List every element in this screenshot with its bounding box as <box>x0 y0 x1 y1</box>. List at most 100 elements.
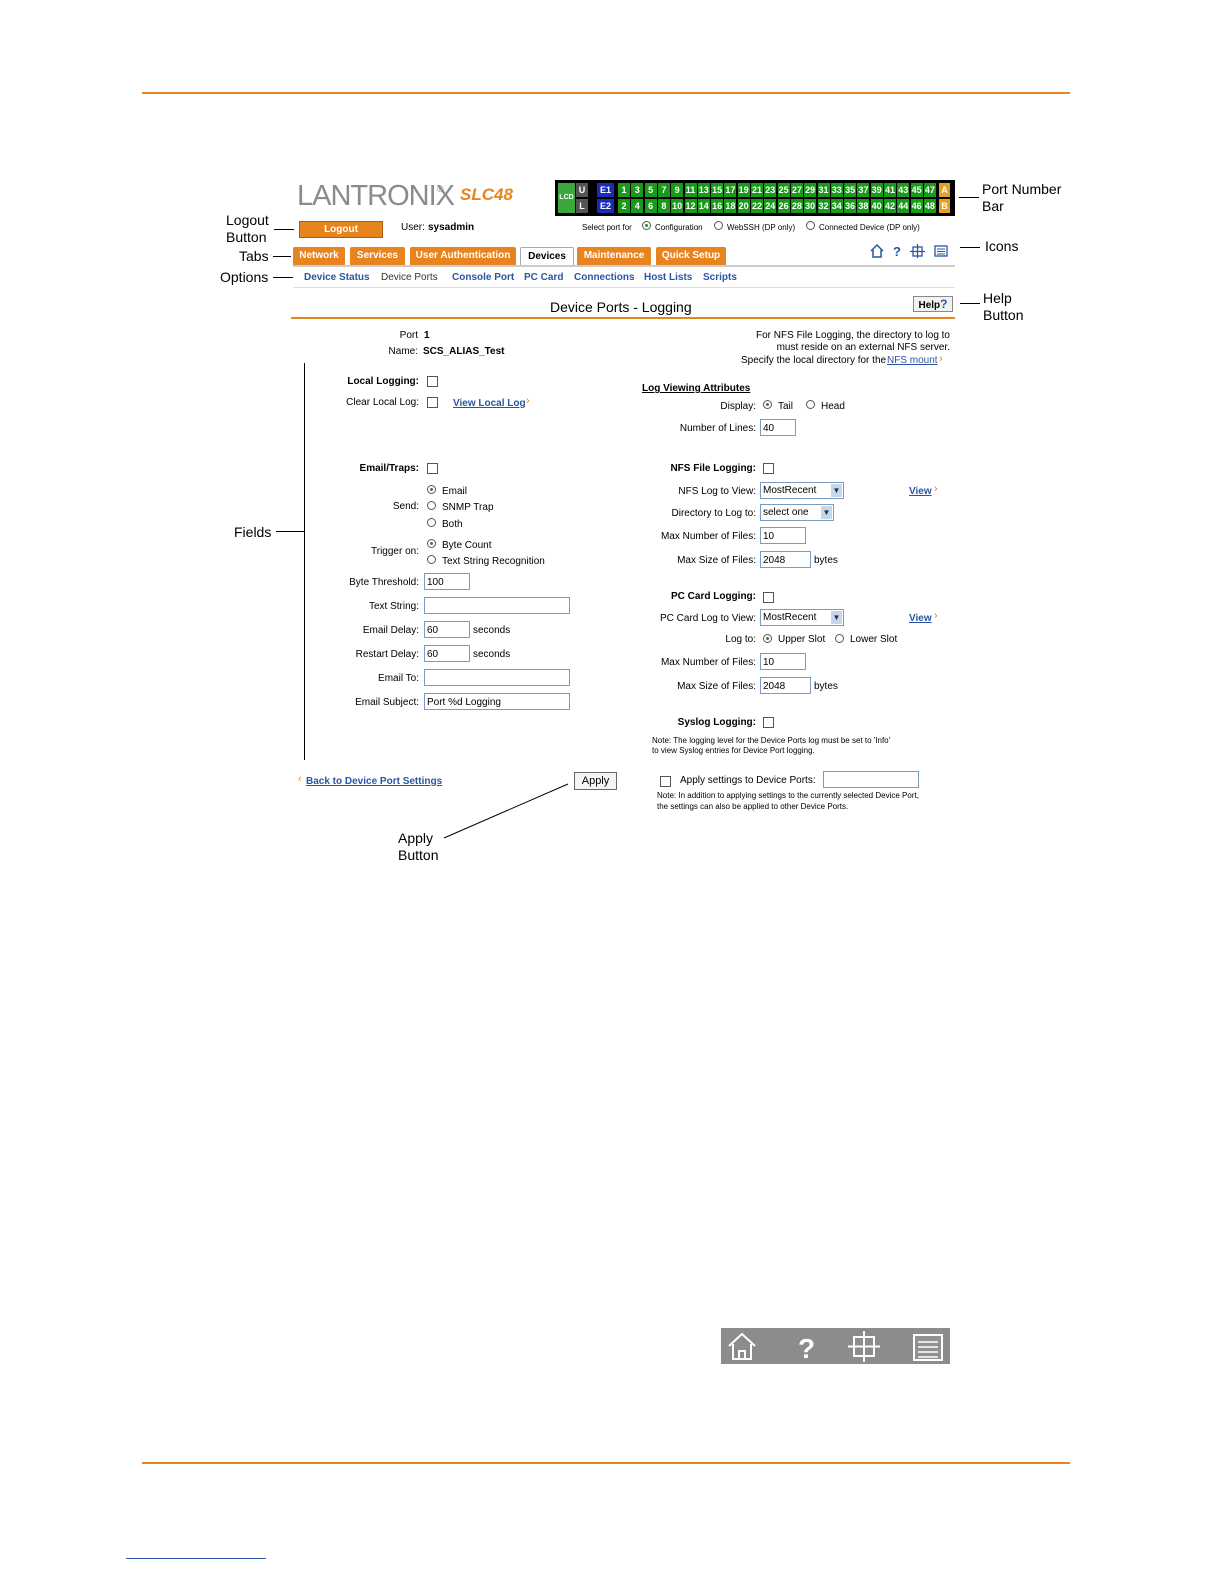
port-cell-15[interactable]: 15 <box>711 183 724 197</box>
port-cell-2[interactable]: 2 <box>618 199 630 213</box>
email-to-input[interactable] <box>424 669 570 686</box>
l-cell[interactable]: L <box>576 199 588 213</box>
nfs-view-link[interactable]: View <box>909 486 932 497</box>
pc-max-size-files-input[interactable]: 2048 <box>760 677 811 694</box>
port-cell-13[interactable]: 13 <box>697 183 710 197</box>
logout-button[interactable]: Logout <box>299 221 383 238</box>
port-cell-19[interactable]: 19 <box>737 183 750 197</box>
email-subject-input[interactable]: Port %d Logging <box>424 693 570 710</box>
mode-configuration-radio[interactable] <box>642 221 651 230</box>
number-of-lines-input[interactable]: 40 <box>760 419 796 436</box>
nfs-max-size-files-input[interactable]: 2048 <box>760 551 811 568</box>
port-cell-11[interactable]: 11 <box>684 183 697 197</box>
nfs-file-logging-checkbox[interactable] <box>763 463 774 474</box>
port-cell-16[interactable]: 16 <box>711 199 724 213</box>
text-string-input[interactable] <box>424 597 570 614</box>
port-cell-26[interactable]: 26 <box>777 199 790 213</box>
tab-user-authentication[interactable]: User Authentication <box>410 247 516 265</box>
port-cell-18[interactable]: 18 <box>724 199 737 213</box>
pc-card-view-link[interactable]: View <box>909 613 932 624</box>
port-cell-46[interactable]: 46 <box>910 199 923 213</box>
port-cell-4[interactable]: 4 <box>631 199 644 213</box>
port-cell-22[interactable]: 22 <box>751 199 763 213</box>
back-to-device-port-settings-link[interactable]: Back to Device Port Settings <box>306 776 443 787</box>
display-tail-radio[interactable] <box>763 400 772 409</box>
help-button[interactable]: Help? <box>913 296 953 312</box>
u-cell[interactable]: U <box>576 183 588 197</box>
email-traps-checkbox[interactable] <box>427 463 438 474</box>
option-host-lists[interactable]: Host Lists <box>644 272 693 283</box>
local-logging-checkbox[interactable] <box>427 376 438 387</box>
e2-cell[interactable]: E2 <box>597 199 614 213</box>
clear-local-log-checkbox[interactable] <box>427 397 438 408</box>
site-map-icon[interactable] <box>910 244 925 258</box>
port-cell-38[interactable]: 38 <box>857 199 870 213</box>
option-connections[interactable]: Connections <box>574 272 635 283</box>
tab-quick-setup[interactable]: Quick Setup <box>656 247 726 265</box>
option-scripts[interactable]: Scripts <box>703 272 737 283</box>
port-cell-31[interactable]: 31 <box>817 183 830 197</box>
mode-webssh-radio[interactable] <box>714 221 723 230</box>
port-cell-1[interactable]: 1 <box>618 183 630 197</box>
port-cell-17[interactable]: 17 <box>724 183 737 197</box>
apply-settings-input[interactable] <box>823 771 919 788</box>
port-cell-45[interactable]: 45 <box>910 183 923 197</box>
port-cell-39[interactable]: 39 <box>870 183 883 197</box>
port-cell-48[interactable]: 48 <box>923 199 936 213</box>
port-cell-44[interactable]: 44 <box>897 199 910 213</box>
port-cell-33[interactable]: 33 <box>830 183 843 197</box>
apply-settings-checkbox[interactable] <box>660 776 671 787</box>
trigger-byte-count-radio[interactable] <box>427 539 436 548</box>
port-cell-41[interactable]: 41 <box>884 183 896 197</box>
tab-network[interactable]: Network <box>293 247 345 265</box>
port-cell-40[interactable]: 40 <box>870 199 883 213</box>
option-device-status[interactable]: Device Status <box>304 272 370 283</box>
mode-connected-radio[interactable] <box>806 221 815 230</box>
port-cell-5[interactable]: 5 <box>644 183 657 197</box>
port-cell-12[interactable]: 12 <box>684 199 697 213</box>
b-cell[interactable]: B <box>939 199 950 213</box>
port-cell-9[interactable]: 9 <box>671 183 684 197</box>
e1-cell[interactable]: E1 <box>597 183 614 197</box>
pc-card-log-to-view-select[interactable]: MostRecent▼ <box>760 609 844 626</box>
port-cell-35[interactable]: 35 <box>844 183 857 197</box>
lcd-cell[interactable]: LCD <box>558 183 575 213</box>
tab-devices[interactable]: Devices <box>520 247 574 266</box>
restart-delay-input[interactable]: 60 <box>424 645 470 662</box>
help-icon[interactable]: ? <box>893 244 901 259</box>
syslog-logging-checkbox[interactable] <box>763 717 774 728</box>
tab-services[interactable]: Services <box>350 247 405 265</box>
directory-to-log-select[interactable]: select one▼ <box>760 504 834 521</box>
port-cell-47[interactable]: 47 <box>923 183 936 197</box>
send-snmp-radio[interactable] <box>427 501 436 510</box>
port-cell-6[interactable]: 6 <box>644 199 657 213</box>
port-cell-10[interactable]: 10 <box>671 199 684 213</box>
port-cell-29[interactable]: 29 <box>804 183 817 197</box>
send-email-radio[interactable] <box>427 485 436 494</box>
apply-button[interactable]: Apply <box>574 772 617 790</box>
port-cell-14[interactable]: 14 <box>697 199 710 213</box>
port-cell-3[interactable]: 3 <box>631 183 644 197</box>
port-cell-24[interactable]: 24 <box>764 199 777 213</box>
port-cell-36[interactable]: 36 <box>844 199 857 213</box>
nfs-log-to-view-select[interactable]: MostRecent▼ <box>760 482 844 499</box>
nfs-mount-link[interactable]: NFS mount <box>887 355 938 366</box>
option-device-ports[interactable]: Device Ports <box>381 272 438 283</box>
pc-max-number-files-input[interactable]: 10 <box>760 653 806 670</box>
port-cell-30[interactable]: 30 <box>804 199 817 213</box>
port-cell-34[interactable]: 34 <box>830 199 843 213</box>
option-pc-card[interactable]: PC Card <box>524 272 564 283</box>
log-icon[interactable] <box>934 245 948 257</box>
port-cell-27[interactable]: 27 <box>790 183 803 197</box>
port-cell-7[interactable]: 7 <box>657 183 670 197</box>
a-cell[interactable]: A <box>939 183 950 197</box>
option-console-port[interactable]: Console Port <box>452 272 515 283</box>
display-head-radio[interactable] <box>806 400 815 409</box>
port-cell-32[interactable]: 32 <box>817 199 830 213</box>
port-cell-20[interactable]: 20 <box>737 199 750 213</box>
byte-threshold-input[interactable]: 100 <box>424 573 470 590</box>
email-delay-input[interactable]: 60 <box>424 621 470 638</box>
log-to-upper-slot-radio[interactable] <box>763 634 772 643</box>
port-cell-25[interactable]: 25 <box>777 183 790 197</box>
port-cell-42[interactable]: 42 <box>884 199 896 213</box>
